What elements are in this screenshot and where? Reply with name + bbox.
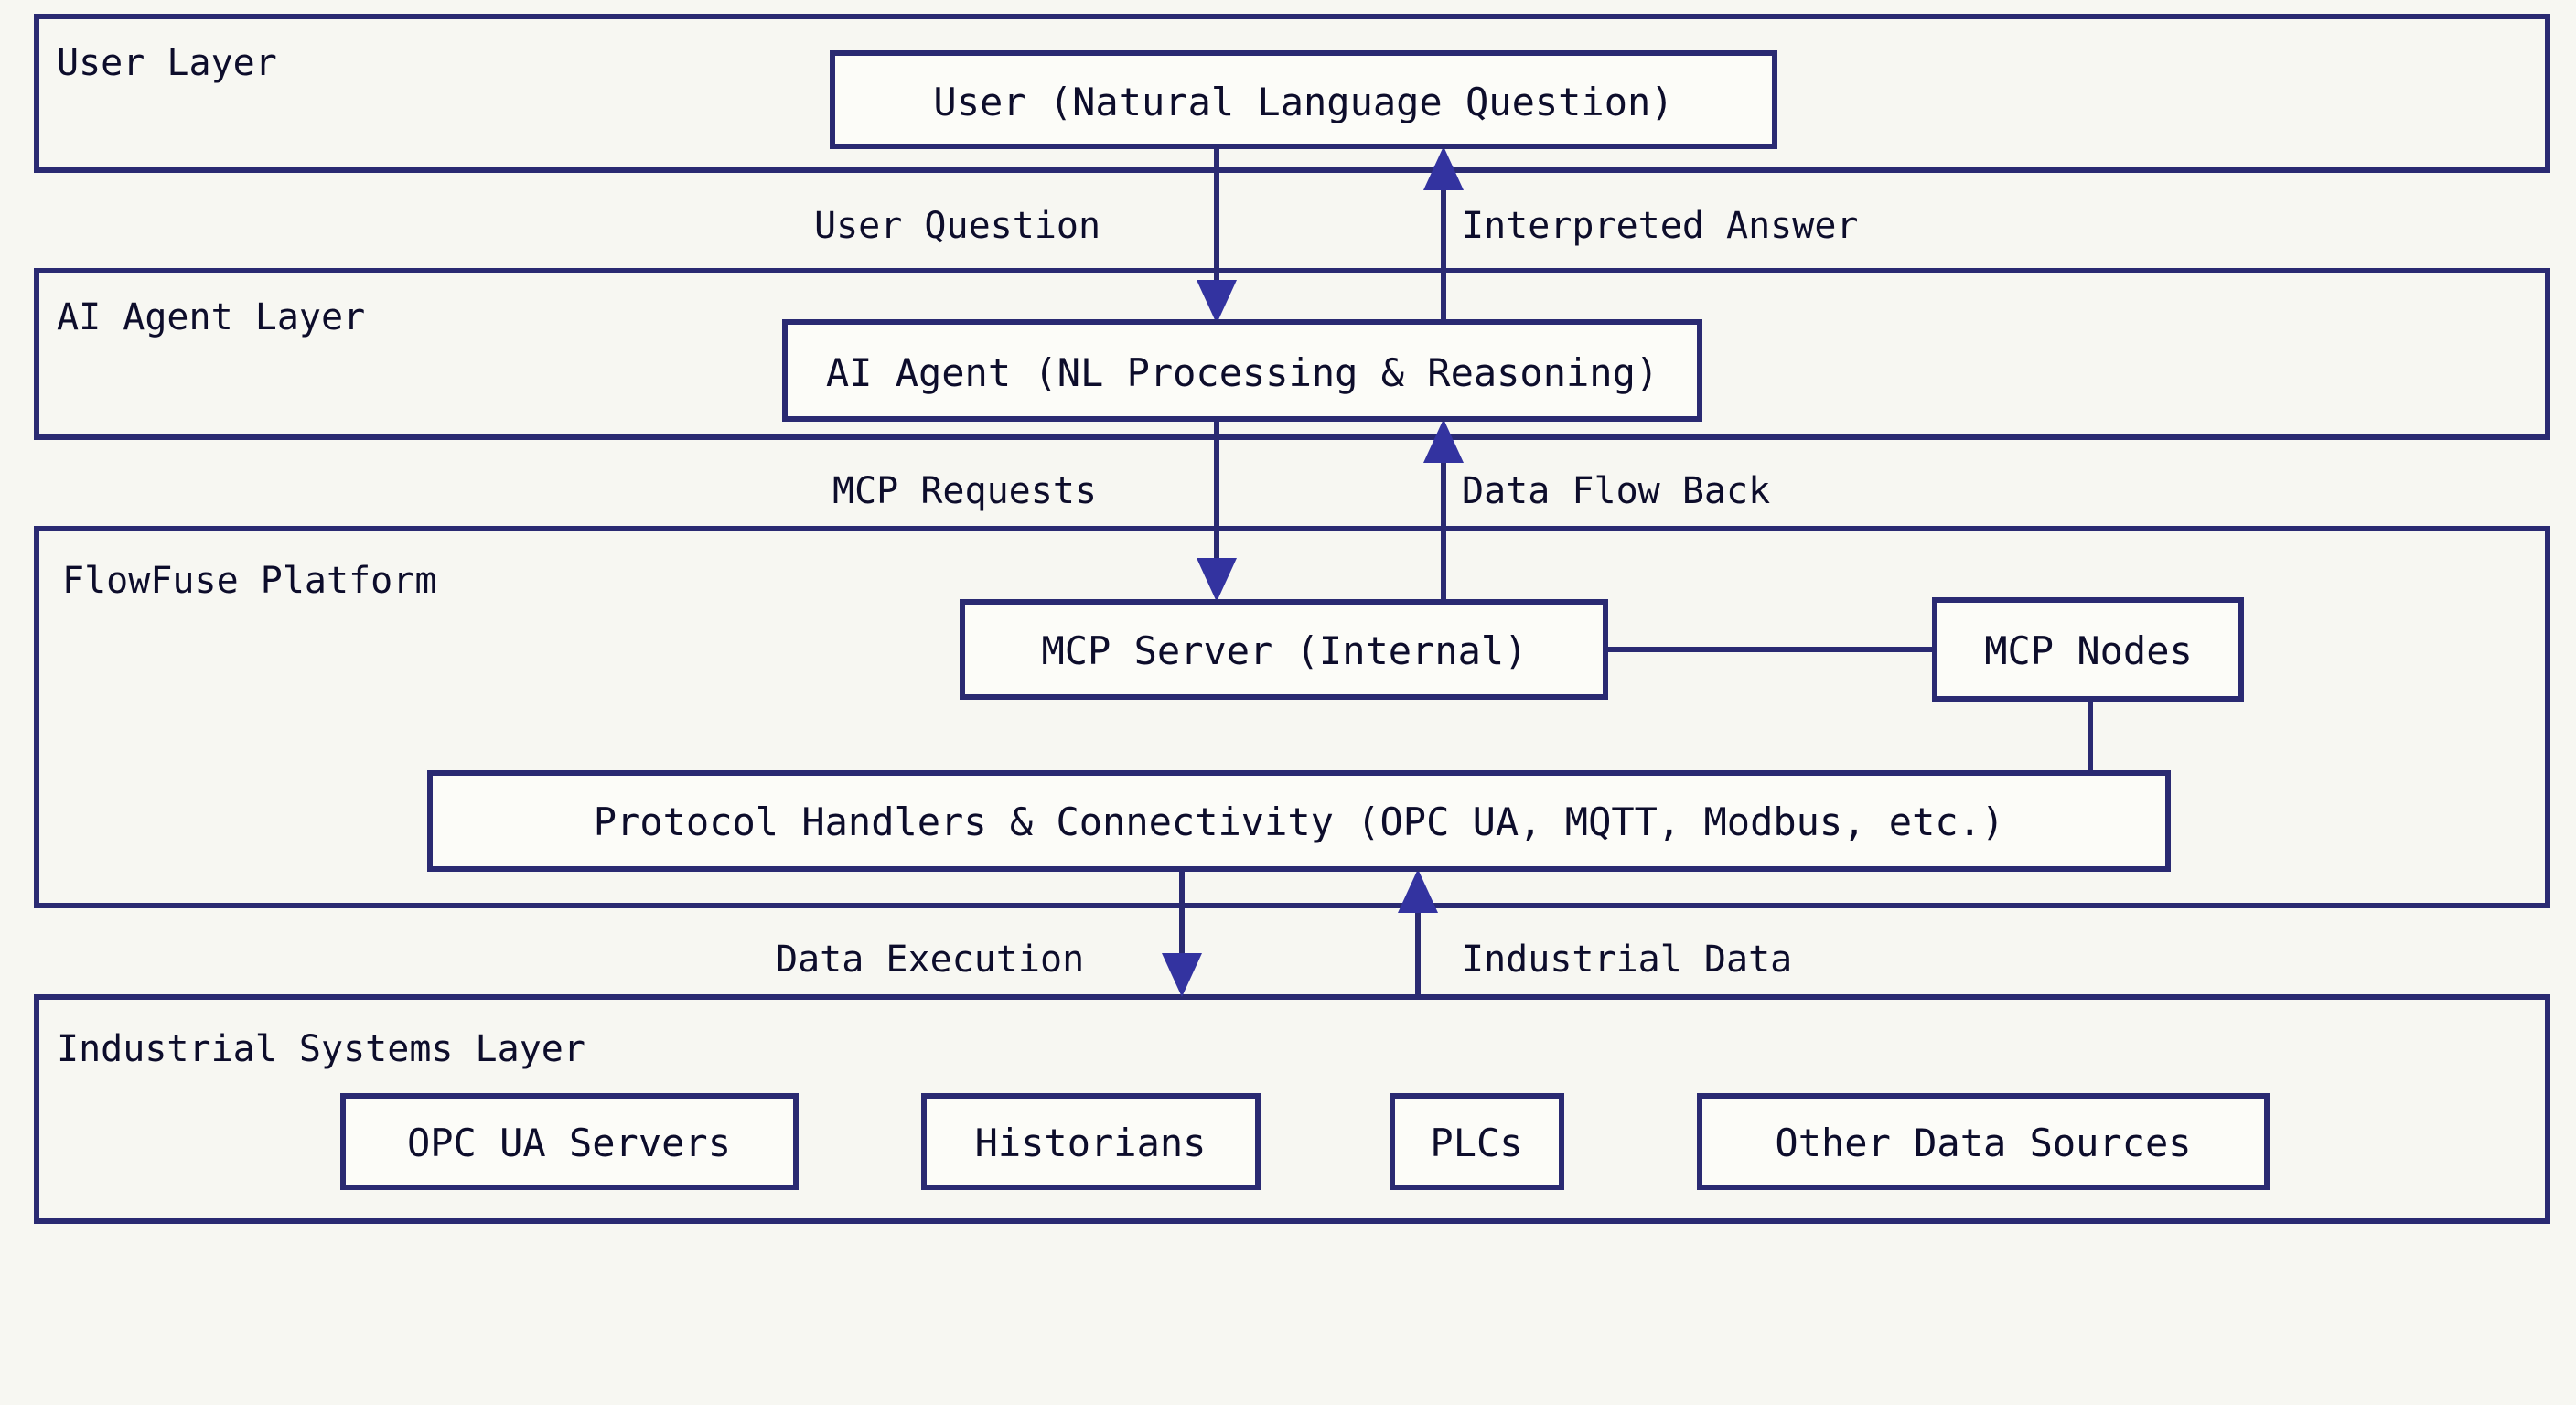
node-mcp-server[interactable] [960, 599, 1608, 700]
layer-title-industrial: Industrial Systems Layer [57, 1028, 585, 1070]
node-mcp-nodes[interactable] [1932, 597, 2244, 702]
arrowhead-data-execution [1162, 953, 1202, 997]
edge-label-interpreted-answer: Interpreted Answer [1462, 205, 1858, 247]
node-label-mcp-server: MCP Server (Internal) [1041, 628, 1527, 673]
edge-label-mcp-requests: MCP Requests [832, 470, 1097, 512]
node-label-ai-agent: AI Agent (NL Processing & Reasoning) [826, 350, 1658, 395]
node-historians[interactable] [921, 1093, 1261, 1190]
node-other-data-sources[interactable] [1697, 1093, 2270, 1190]
arrowhead-user-question [1197, 280, 1237, 324]
layer-title-user: User Layer [57, 42, 277, 84]
node-label-mcp-nodes: MCP Nodes [1984, 628, 2193, 673]
node-plcs[interactable] [1390, 1093, 1564, 1190]
arrowhead-mcp-requests [1197, 558, 1237, 602]
node-label-historians: Historians [975, 1121, 1207, 1165]
node-user[interactable] [830, 50, 1777, 149]
layer-ai-agent [34, 268, 2550, 440]
node-label-opc-ua-servers: OPC UA Servers [407, 1121, 731, 1165]
node-label-user: User (Natural Language Question) [933, 80, 1673, 124]
node-label-plcs: PLCs [1430, 1121, 1522, 1165]
layer-title-flowfuse: FlowFuse Platform [62, 560, 436, 602]
node-label-other-data-sources: Other Data Sources [1775, 1121, 2191, 1165]
arrowhead-industrial-data [1398, 869, 1438, 913]
edge-label-data-flow-back: Data Flow Back [1462, 470, 1770, 512]
edge-label-data-execution: Data Execution [776, 938, 1084, 981]
layer-industrial [34, 994, 2550, 1224]
edge-label-user-question: User Question [814, 205, 1100, 247]
layer-title-ai-agent: AI Agent Layer [57, 296, 365, 338]
node-ai-agent[interactable] [782, 319, 1702, 422]
arrowhead-data-flow-back [1423, 419, 1464, 463]
layer-flowfuse [34, 526, 2550, 908]
node-opc-ua-servers[interactable] [340, 1093, 799, 1190]
node-protocol-handlers[interactable] [427, 770, 2171, 872]
node-label-protocol-handlers: Protocol Handlers & Connectivity (OPC UA… [594, 799, 2004, 844]
edge-label-industrial-data: Industrial Data [1462, 938, 1792, 981]
arrowhead-interpreted-answer [1423, 146, 1464, 190]
layer-user [34, 14, 2550, 173]
